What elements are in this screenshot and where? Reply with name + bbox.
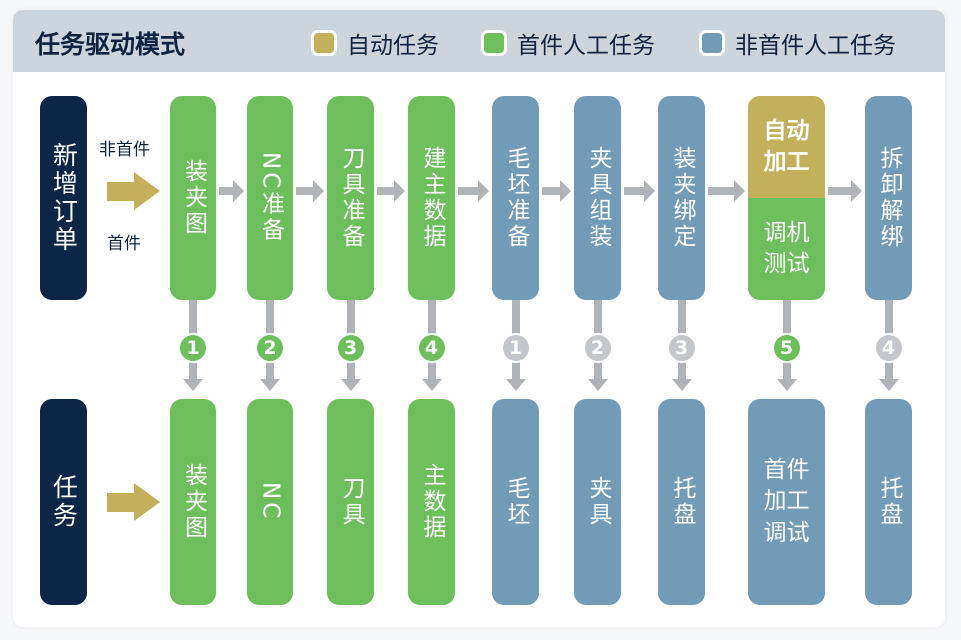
connector-arrow	[340, 379, 361, 391]
task-box: 夹具	[574, 399, 621, 605]
step-auto-label: 自动加工	[748, 96, 825, 198]
legend-non-first: 非首件人工任务	[699, 26, 896, 60]
flow-arrow	[828, 180, 862, 202]
step-number-badge: 4	[873, 333, 904, 363]
step-number-badge: 3	[335, 333, 366, 363]
flow-arrow	[219, 180, 244, 202]
task-box: NC	[247, 399, 293, 605]
connector-arrow	[587, 379, 608, 391]
connector-arrow	[776, 379, 797, 391]
flow-arrow	[624, 180, 655, 202]
step-box: 拆卸解绑	[865, 96, 912, 300]
step-number-badge: 3	[666, 333, 697, 363]
step-box: 刀具准备	[327, 96, 374, 300]
connector-arrow	[505, 379, 526, 391]
task-box: 托盘	[658, 399, 705, 605]
step-number-badge: 4	[416, 333, 447, 363]
step-debug-label: 调机测试	[763, 219, 810, 277]
step-box: 装夹图	[170, 96, 216, 300]
start-box-task: 任务	[40, 399, 87, 605]
flow-arrow	[542, 180, 571, 202]
step-number-badge: 2	[582, 333, 613, 363]
task-box: 刀具	[327, 399, 374, 605]
step-box: 建主数据	[408, 96, 455, 300]
flow-arrow	[458, 180, 489, 202]
step-number-badge: 1	[178, 333, 208, 363]
step-number-badge: 2	[255, 333, 285, 363]
gold-arrow-top	[107, 182, 135, 201]
connector-arrow	[671, 379, 692, 391]
step-number-badge: 5	[771, 333, 802, 363]
legend-first: 首件人工任务	[481, 26, 655, 60]
task-box: 首件加工调试	[748, 399, 825, 605]
header: 任务驱动模式 自动任务 首件人工任务 非首件人工任务	[13, 10, 945, 72]
flow-arrow	[708, 180, 745, 202]
legend-auto: 自动任务	[311, 26, 439, 60]
connector-arrow	[421, 379, 442, 391]
step-box: 装夹绑定	[658, 96, 705, 300]
connector-arrow	[878, 379, 899, 391]
flow-arrow	[296, 180, 324, 202]
connector-arrow	[183, 379, 203, 391]
label-non-first: 非首件	[99, 140, 150, 160]
gold-arrow-top-head	[134, 172, 160, 210]
gold-arrow-bottom	[107, 493, 135, 512]
start-box-new-order: 新增订单	[40, 96, 87, 300]
step-box: 毛坯准备	[492, 96, 539, 300]
gold-arrow-bottom-head	[134, 483, 160, 521]
step-box: 夹具组装	[574, 96, 621, 300]
task-box: 毛坯	[492, 399, 539, 605]
flow-arrow	[377, 180, 405, 202]
step-number-badge: 1	[500, 333, 531, 363]
connector-arrow	[260, 379, 280, 391]
task-box: 装夹图	[170, 399, 216, 605]
task-box: 主数据	[408, 399, 455, 605]
label-first: 首件	[107, 234, 141, 254]
step-box: NC准备	[247, 96, 293, 300]
task-box: 托盘	[865, 399, 912, 605]
diagram-title: 任务驱动模式	[35, 30, 186, 59]
